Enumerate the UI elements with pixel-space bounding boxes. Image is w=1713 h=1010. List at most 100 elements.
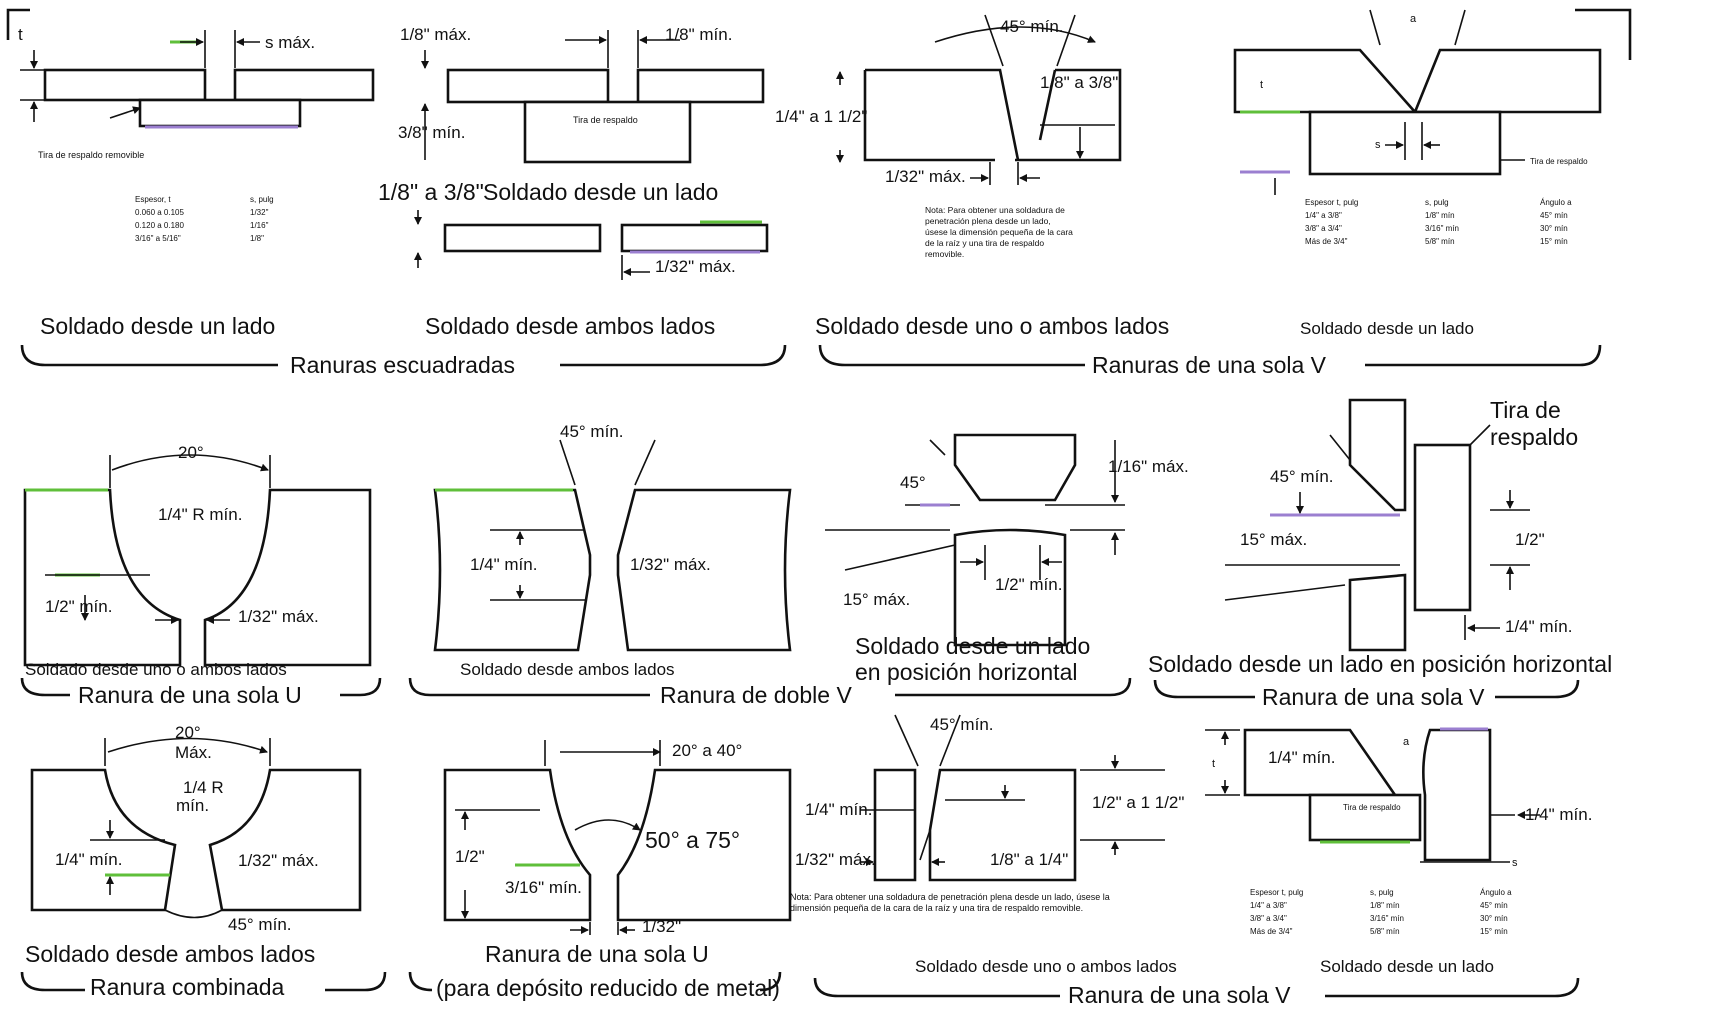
table-cell: 3/16" mín: [1425, 224, 1459, 233]
panel-horizontal-position: 45° 1/16" máx. 15° máx. 1/2" mín. Soldad…: [825, 433, 1189, 685]
bottom-label: 15° máx.: [843, 590, 910, 609]
table-header: Espesor, t: [135, 195, 171, 204]
strip-label-2: respaldo: [1490, 424, 1578, 450]
t-label: t: [18, 25, 23, 44]
caption-p7-2: en posición horizontal: [855, 659, 1077, 685]
caption-p7-1: Soldado desde un lado: [855, 633, 1090, 659]
panel-square-groove-one-side: s máx. t Tira de respaldo removible Espe…: [18, 25, 375, 339]
left-label: 1/4" mín.: [805, 800, 872, 819]
panel-single-v-one-both: 45° mín. 1/4" mín. 1/32" máx. 1/2" a 1 1…: [790, 714, 1184, 976]
plate-right: [636, 68, 765, 104]
group-label: Ranura de doble V: [660, 682, 852, 708]
table-cell: 0.060 a 0.105: [135, 208, 184, 217]
bottom-label: 1/4" mín.: [1505, 617, 1572, 636]
table-cell: 1/8" mín: [1425, 211, 1455, 220]
lower-angle-label: 15° máx.: [1240, 530, 1307, 549]
table-cell: 45° mín: [1480, 901, 1508, 910]
angle-label: 45°: [900, 473, 926, 492]
table-cell: Más de 3/4": [1305, 237, 1348, 246]
note-block: Nota: Para obtener una soldadura de pene…: [790, 892, 1110, 913]
top-label: 1/16" máx.: [1108, 457, 1189, 476]
table-cell: 5/8" mín: [1425, 237, 1455, 246]
top-label: 20° a 40°: [672, 741, 742, 760]
left-label: 1/4" a 1 1/2": [775, 107, 867, 126]
group-label-1: Ranura combinada: [90, 974, 285, 1000]
left-label: 1/2" mín.: [45, 597, 112, 616]
bottom-label: 1/32" máx.: [655, 257, 736, 276]
backing-strip: [138, 98, 302, 128]
group-label-1: Ranura de una sola U: [485, 941, 709, 967]
table-header: Espesor t, pulg: [1305, 198, 1358, 207]
caption-p3: Soldado desde uno o ambos lados: [815, 313, 1169, 339]
table-cell: 5/8" mín: [1370, 927, 1400, 936]
right-label: 1/32" máx.: [238, 851, 319, 870]
bottom-label: 1/8" a 1/4": [990, 850, 1068, 869]
table-cell: 3/16" a 5/16": [135, 234, 181, 243]
right-label: 1/8" a 3/8": [1040, 73, 1118, 92]
caption-p2: Soldado desde ambos lados: [425, 313, 715, 339]
group-label: Ranuras de una sola V: [1092, 352, 1327, 378]
table-cell: 45° mín: [1540, 211, 1568, 220]
strip-label: Tira de respaldo: [1343, 803, 1401, 812]
radius-label: 1/4" R mín.: [158, 505, 242, 524]
panel-single-u-groove: 20° 1/4" R mín. 1/2" mín. 1/32" máx. Sol…: [20, 443, 382, 708]
angle-label: 45° mín.: [1270, 467, 1334, 486]
left-small-label: 3/16" mín.: [505, 878, 582, 897]
caption-p9: Soldado desde ambos lados: [25, 941, 315, 967]
strip-label: Tira de respaldo: [573, 115, 638, 125]
caption-p12: Soldado desde un lado: [1320, 957, 1494, 976]
brace-double-v: Ranura de doble V: [408, 677, 1132, 708]
table-cell: 30° mín: [1480, 914, 1508, 923]
strip-label-1: Tira de: [1490, 397, 1561, 423]
s-max-label: s máx.: [265, 33, 315, 52]
group-label: Ranura de una sola V: [1262, 684, 1485, 710]
caption-p11: Soldado desde uno o ambos lados: [915, 957, 1177, 976]
table-cell: 1/4" a 3/8": [1305, 211, 1342, 220]
left2-label: 1/32" máx.: [795, 850, 876, 869]
bottom-label: 1/32": [642, 917, 681, 936]
table-cell: 1/16": [250, 221, 269, 230]
caption-p5: Soldado desde uno o ambos lados: [25, 660, 287, 679]
left-label: 1/4" mín.: [55, 850, 122, 869]
table-cell: 30° mín: [1540, 224, 1568, 233]
mid-label: 50° a 75°: [645, 827, 740, 853]
t-label: t: [1212, 758, 1215, 770]
radius-sub-label: mín.: [176, 796, 209, 815]
plate-right-2: [620, 223, 769, 253]
table-cell: 3/8" a 3/4": [1305, 224, 1342, 233]
panel-combined-u-v: 20° Máx. 1/4 R mín. 1/4" mín. 1/32" máx.…: [20, 723, 387, 1000]
top-b-label: 1/8" mín.: [665, 25, 732, 44]
radius-label: 1/4 R: [183, 778, 224, 797]
a-label: a: [1403, 736, 1410, 748]
table-header: Espesor t, pulg: [1250, 888, 1303, 897]
bottom-label: 1/32" máx.: [885, 167, 966, 186]
table-cell: 3/8" a 3/4": [1250, 914, 1287, 923]
backing-strip: [1308, 793, 1422, 842]
corner-mark-tl: [6, 8, 30, 40]
table-header: s, pulg: [1370, 888, 1394, 897]
s-label: s: [1512, 857, 1518, 869]
angle-label: 20°: [178, 443, 204, 462]
plate-right: [233, 68, 375, 102]
table-header: Ángulo a: [1540, 198, 1572, 207]
caption-p6: Soldado desde ambos lados: [460, 660, 675, 679]
panel-single-v-groove: 45° mín. 1/4" a 1 1/2" 1/8" a 3/8" 1/32"…: [775, 14, 1169, 339]
top-label: 1/4" mín.: [1268, 748, 1335, 767]
backing-strip: [523, 100, 692, 164]
plate-left: [446, 68, 610, 104]
panel-horizontal-backing: Tira de respaldo 45° mín. 15° máx. 1/2" …: [1148, 397, 1612, 710]
corner-mark-tr: [1575, 8, 1632, 60]
table-cell: 1/8": [250, 234, 264, 243]
panel-single-v-backing: a t s Tira de respaldo Espesor t, pulg s…: [1233, 9, 1602, 338]
mid-label: 1/2" mín.: [995, 575, 1062, 594]
angle-label: 45° mín.: [930, 715, 994, 734]
strip-label: Tira de respaldo: [1530, 157, 1588, 166]
right-label: 1/32" máx.: [630, 555, 711, 574]
right-label: 1/32" máx.: [238, 607, 319, 626]
caption-p8: Soldado desde un lado en posición horizo…: [1148, 651, 1612, 677]
angle-sub-label: Máx.: [175, 743, 212, 762]
right-label: 1/2" a 1 1/2": [1092, 793, 1184, 812]
caption-p1: Soldado desde un lado: [40, 313, 275, 339]
table-cell: 3/16" mín: [1370, 914, 1404, 923]
